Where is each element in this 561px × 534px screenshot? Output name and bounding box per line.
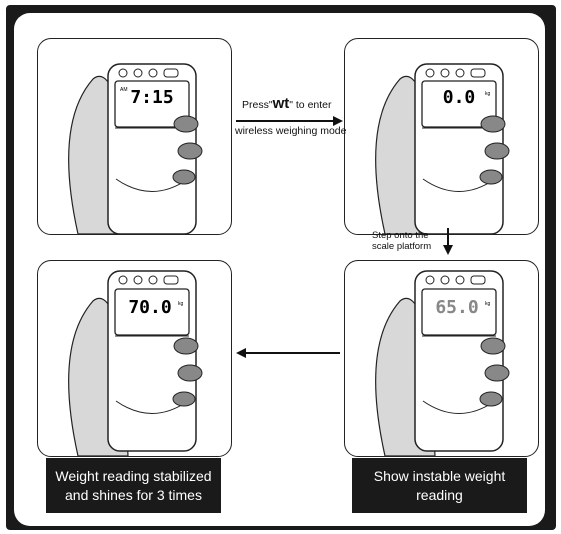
device-illustration: 65.0 kg — [375, 270, 510, 456]
arrow-right-head — [333, 116, 343, 126]
button-up — [440, 68, 450, 78]
lcd-value: 65.0 — [435, 297, 478, 318]
lcd-value: 70.0 — [128, 297, 171, 318]
lcd-screen — [114, 80, 190, 128]
button-4 — [163, 68, 179, 78]
fingernail-3 — [479, 169, 503, 185]
fingernail-2 — [484, 142, 510, 160]
button-1 — [118, 275, 128, 285]
button-down — [148, 275, 158, 285]
button-1 — [425, 68, 435, 78]
lcd-value: 0.0 — [443, 87, 476, 108]
press-tail-text: " to enter — [289, 99, 332, 111]
press-text: Press" — [242, 99, 273, 111]
wt-key-text: wt — [272, 95, 290, 112]
lcd-value: 7:15 — [130, 87, 173, 108]
button-up — [133, 68, 143, 78]
panel-zero: 0.0 kg — [344, 38, 539, 235]
fingernail-1 — [480, 337, 506, 355]
ampm-label: AM — [120, 87, 128, 93]
arrow-down-head — [443, 245, 453, 255]
lcd-screen — [421, 288, 497, 336]
fingernail-3 — [172, 169, 196, 185]
fingernail-2 — [177, 364, 203, 382]
button-4 — [470, 68, 486, 78]
panel-stable: 70.0 kg — [37, 260, 232, 457]
button-down — [455, 68, 465, 78]
fingernail-3 — [479, 391, 503, 407]
unit-label: kg — [178, 301, 184, 307]
arrow-left-head — [236, 348, 246, 358]
button-1 — [425, 275, 435, 285]
caption-unstable: Show instable weight reading — [352, 458, 527, 513]
caption-stable: Weight reading stabilized and shines for… — [46, 458, 221, 513]
button-down — [455, 275, 465, 285]
fingernail-2 — [484, 364, 510, 382]
fingernail-1 — [173, 337, 199, 355]
button-up — [133, 275, 143, 285]
device-illustration: 70.0 kg — [68, 270, 203, 456]
fingernail-1 — [173, 115, 199, 133]
device-illustration: AM 7:15 — [68, 63, 203, 234]
fingernail-2 — [177, 142, 203, 160]
unit-label: kg — [485, 301, 491, 307]
button-1 — [118, 68, 128, 78]
lcd-screen — [421, 80, 497, 128]
press-instruction: Press"wt" to enter — [242, 95, 332, 112]
caption-unstable-text: Show instable weight reading — [373, 467, 506, 503]
button-4 — [470, 275, 486, 285]
button-down — [148, 68, 158, 78]
lcd-screen — [114, 288, 190, 336]
mode-label: wireless weighing mode — [235, 125, 347, 137]
panel-unstable: 65.0 kg — [344, 260, 539, 457]
fingernail-3 — [172, 391, 196, 407]
step-instruction: Step onto the scale platform — [372, 230, 432, 252]
panel-clock: AM 7:15 — [37, 38, 232, 235]
button-up — [440, 275, 450, 285]
fingernail-1 — [480, 115, 506, 133]
caption-stable-text: Weight reading stabilized and shines for… — [55, 467, 212, 503]
device-illustration: 0.0 kg — [375, 63, 510, 234]
unit-label: kg — [485, 91, 491, 97]
button-4 — [163, 275, 179, 285]
